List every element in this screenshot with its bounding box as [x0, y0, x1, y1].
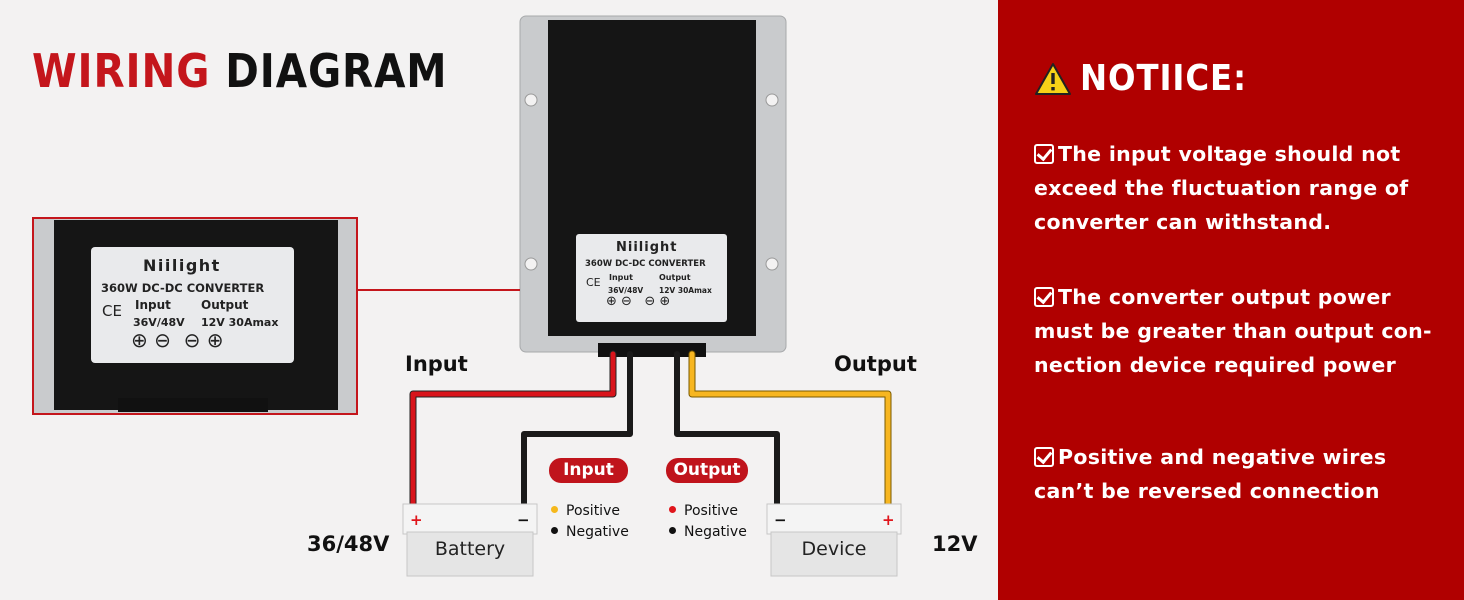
- mount-hole: [765, 257, 779, 271]
- output-negative-wire: [674, 351, 780, 509]
- notice-item-3: Positive and negative wires can’t be rev…: [1034, 445, 1387, 503]
- inset-input-value: 36V/48V: [133, 316, 185, 329]
- input-negative-wire: [521, 351, 633, 509]
- device-box: [766, 503, 902, 577]
- terminal-symbols-icon: ⊕ ⊖ ⊖ ⊕: [606, 294, 671, 309]
- converter-brand: Niilight: [616, 240, 678, 255]
- input-wire-label: Input: [405, 352, 468, 376]
- output-positive-wire: [689, 351, 891, 509]
- page-title: WIRING DIAGRAM: [32, 44, 447, 98]
- checkbox-icon: [1034, 287, 1054, 307]
- converter-input-label: Input: [609, 273, 633, 282]
- notice-item-2: The converter output power must be great…: [1034, 285, 1432, 377]
- title-wiring: WIRING: [32, 44, 211, 98]
- notice-title: NOTIICE:: [1080, 58, 1247, 99]
- wiring-diagram: [32, 15, 902, 577]
- zoom-inset: [32, 217, 520, 415]
- battery-voltage: 36/48V: [307, 532, 390, 556]
- mount-hole: [524, 257, 538, 271]
- legend-output-pill: Output: [666, 458, 748, 483]
- inset-brand: Niilight: [143, 256, 221, 275]
- notice-header: NOTIICE:: [1034, 58, 1266, 99]
- mount-hole: [765, 93, 779, 107]
- output-positive-wire-outline: [688, 350, 892, 510]
- black-dot-icon: [669, 527, 676, 534]
- wires: [409, 350, 892, 510]
- yellow-dot-icon: [551, 506, 558, 513]
- device-label: Device: [801, 538, 867, 560]
- input-positive-wire: [410, 351, 616, 509]
- notice-item-1: The input voltage should not exceed the …: [1034, 142, 1409, 234]
- converter-unit: [519, 15, 787, 357]
- converter-output-value: 12V 30Amax: [659, 286, 712, 295]
- output-wire-label: Output: [834, 352, 917, 376]
- converter-model: 360W DC-DC CONVERTER: [585, 259, 706, 269]
- ce-mark: CE: [586, 276, 601, 289]
- checkbox-icon: [1034, 144, 1054, 164]
- battery-minus-terminal: −: [517, 511, 530, 529]
- device-voltage: 12V: [932, 532, 978, 556]
- diagram-panel: WIRING DIAGRAM: [32, 15, 978, 577]
- inset-terminal-symbols-icon: ⊕ ⊖ ⊖ ⊕: [131, 328, 224, 352]
- red-dot-icon: [669, 506, 676, 513]
- converter-label-plate: [576, 234, 727, 322]
- mount-hole: [524, 93, 538, 107]
- inset-input-label: Input: [135, 298, 171, 312]
- battery-label: Battery: [434, 538, 506, 560]
- battery-plus-terminal: +: [410, 511, 423, 529]
- legend-input-negative: Negative: [551, 524, 629, 540]
- device-minus-terminal: −: [774, 511, 787, 529]
- inset-output-value: 12V 30Amax: [201, 316, 279, 329]
- inset-model: 360W DC-DC CONVERTER: [101, 281, 265, 295]
- inset-output-label: Output: [201, 298, 249, 312]
- black-dot-icon: [551, 527, 558, 534]
- battery-box: [402, 503, 538, 577]
- legend-input-positive: Positive: [551, 503, 620, 519]
- device-plus-terminal: +: [882, 511, 895, 529]
- notice-panel: [998, 0, 1464, 600]
- input-positive-wire-outline: [409, 350, 617, 510]
- legend-output-negative: Negative: [669, 524, 747, 540]
- warning-icon: [1035, 62, 1071, 95]
- title-diagram: DIAGRAM: [225, 44, 448, 98]
- legend-input-pill: Input: [549, 458, 628, 483]
- inset-ce-mark: CE: [102, 302, 122, 320]
- legend-output-positive: Positive: [669, 503, 738, 519]
- checkbox-icon: [1034, 447, 1054, 467]
- converter-output-label: Output: [659, 273, 691, 282]
- inset-label-plate: [91, 247, 294, 363]
- converter-input-value: 36V/48V: [608, 286, 644, 295]
